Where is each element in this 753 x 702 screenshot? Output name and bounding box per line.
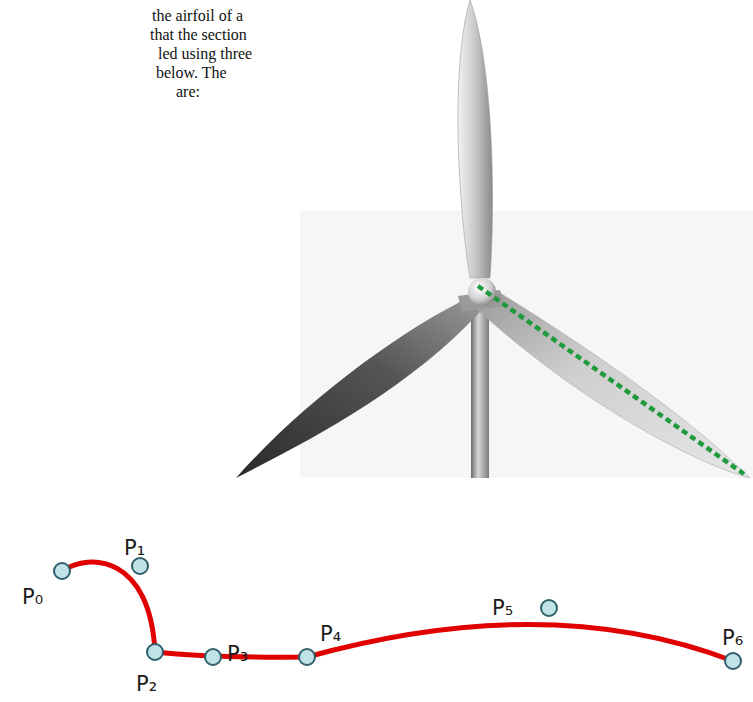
hub	[468, 278, 496, 306]
point-label: P₀	[22, 585, 43, 609]
control-point	[299, 649, 315, 665]
control-point	[205, 649, 221, 665]
control-point	[725, 653, 741, 669]
photo-ground	[300, 210, 753, 478]
point-label: P₃	[227, 642, 248, 666]
point-label: P₅	[492, 596, 513, 620]
blade	[236, 296, 480, 478]
paragraph-line: are:	[176, 82, 200, 101]
control-point	[54, 563, 70, 579]
point-label: P₆	[722, 626, 743, 650]
blade	[458, 0, 493, 278]
point-label: P₂	[136, 672, 157, 696]
paragraph-line: that the section	[150, 25, 247, 44]
point-label: P₄	[320, 622, 341, 646]
bezier-curve	[62, 562, 733, 661]
paragraph-line: led using three	[158, 44, 252, 63]
point-label: P₁	[124, 536, 145, 560]
section-line	[478, 286, 744, 474]
paragraph-line: the airfoil of a	[152, 6, 243, 25]
control-point	[147, 644, 163, 660]
paragraph-line: below. The	[156, 63, 227, 82]
control-point	[132, 558, 148, 574]
control-point	[541, 600, 557, 616]
tower	[471, 298, 489, 478]
